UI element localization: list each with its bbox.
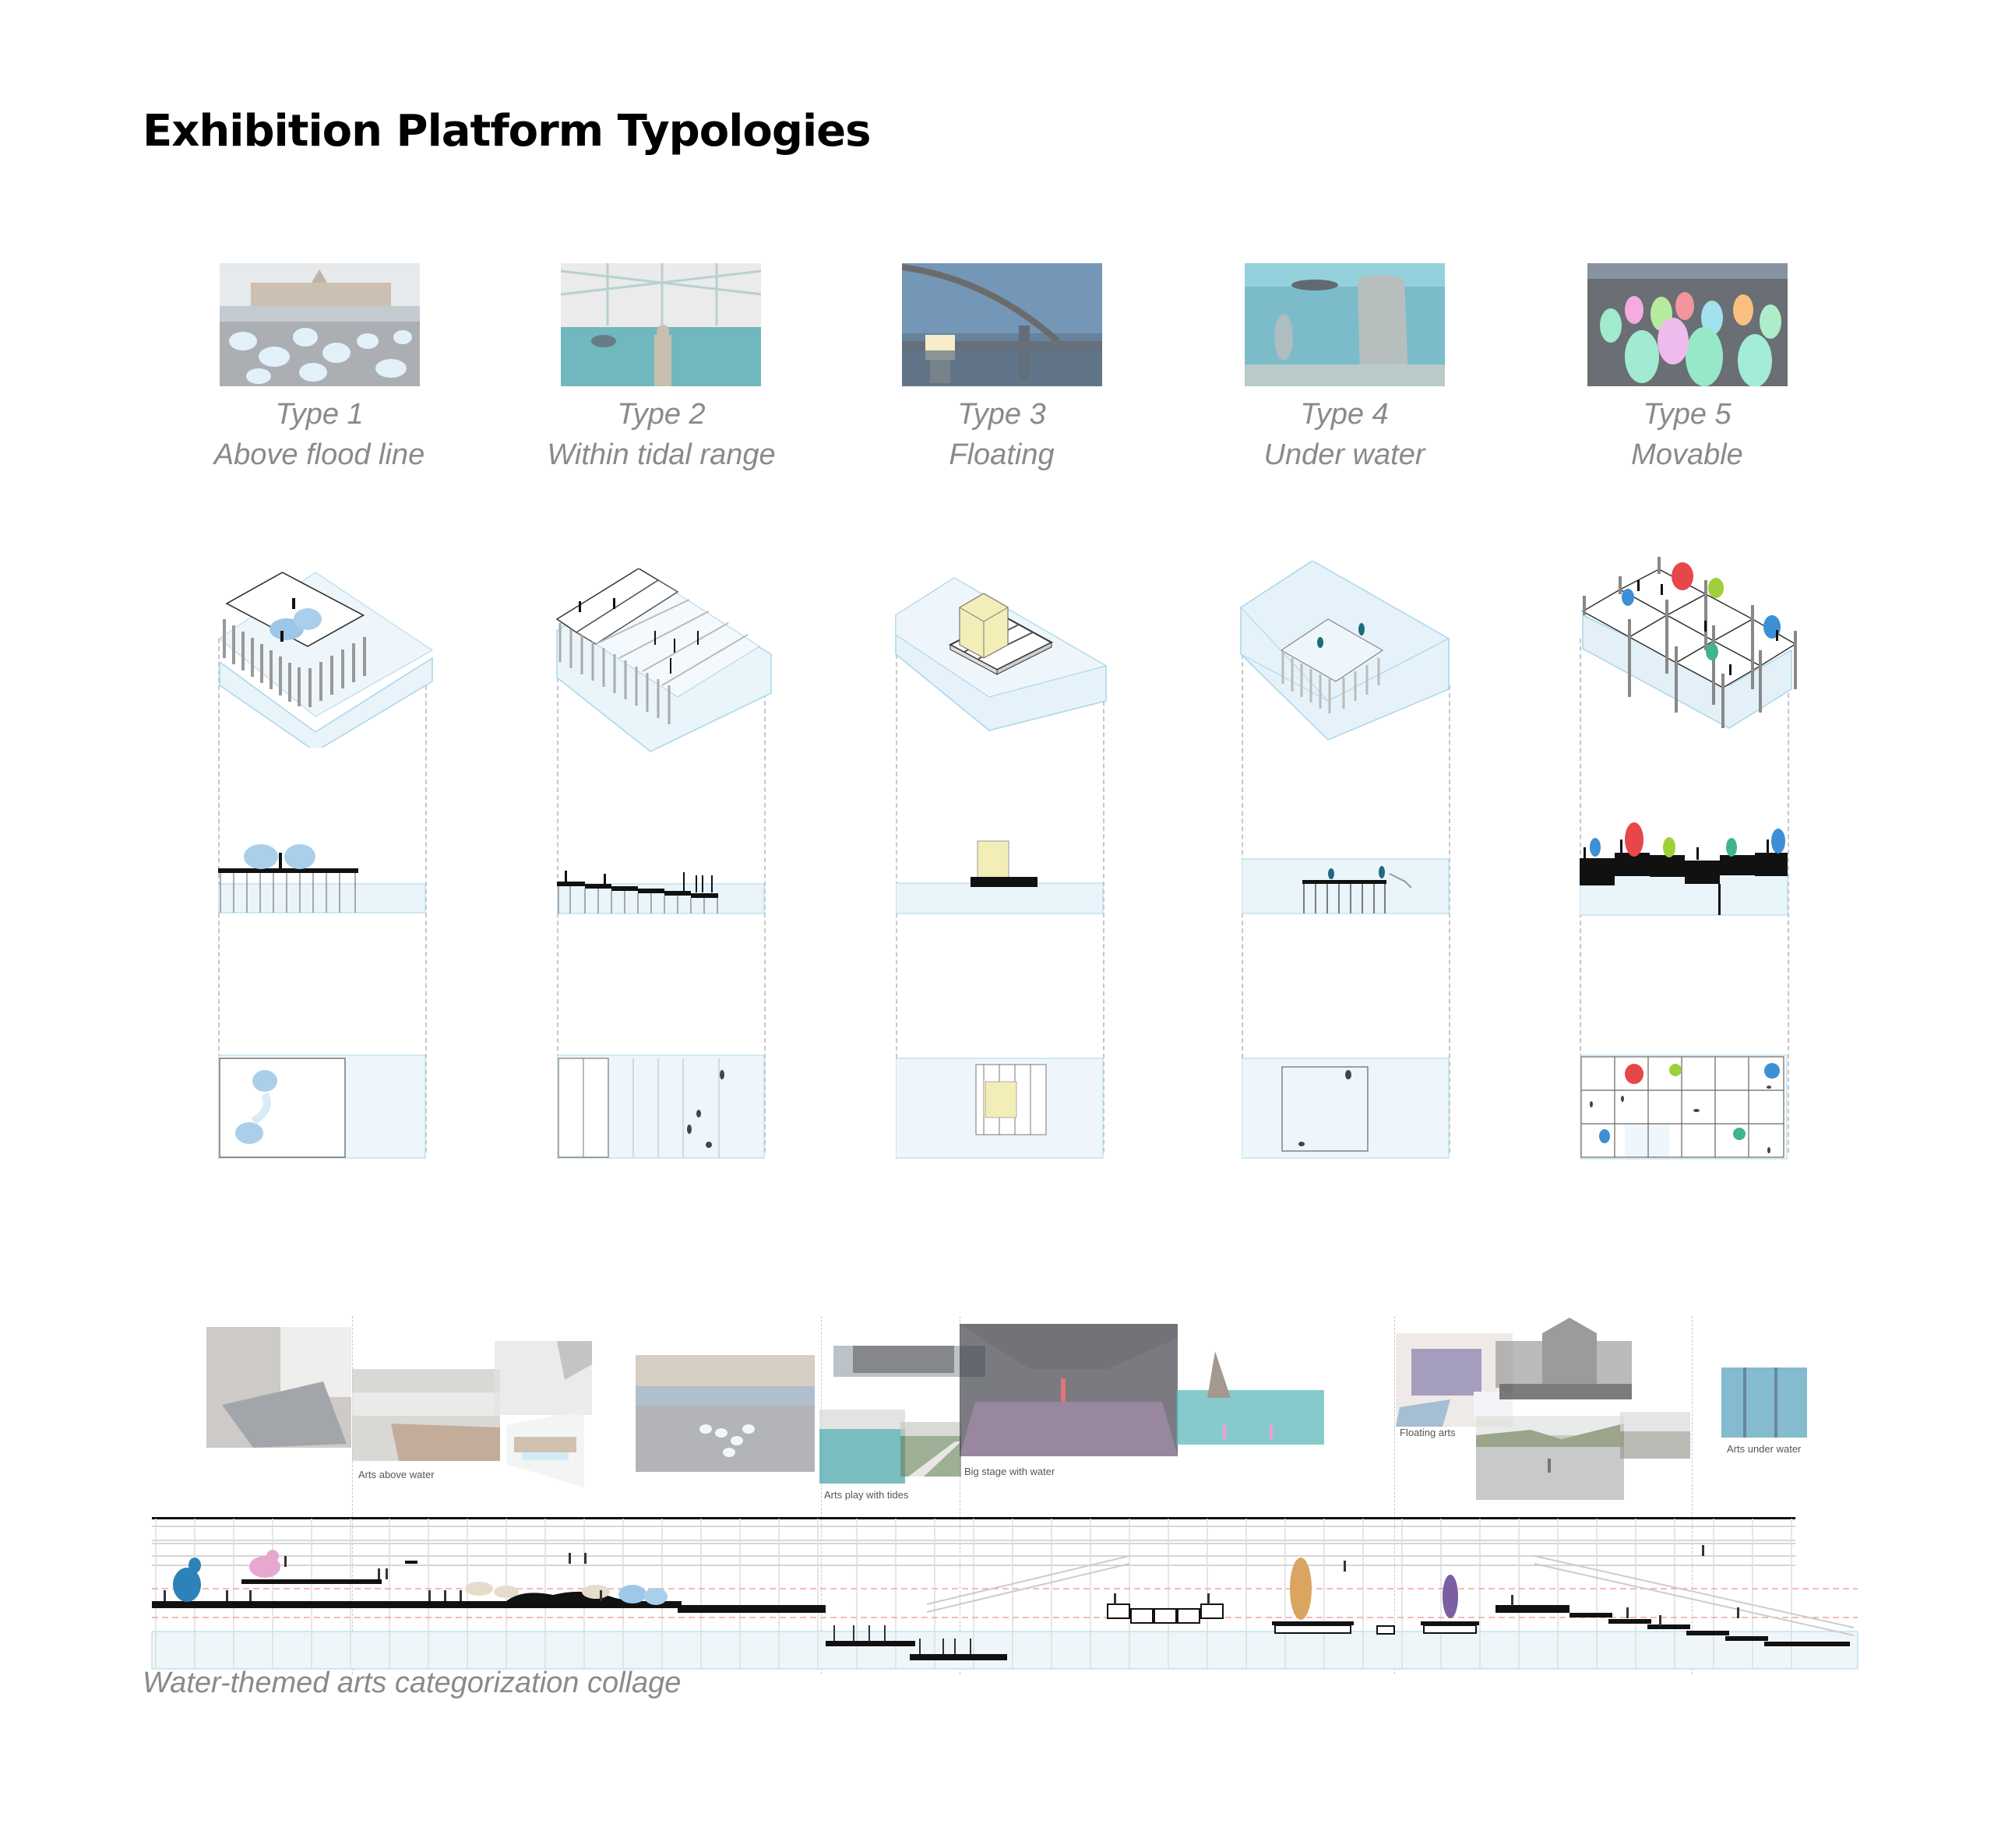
type-4-plan <box>1242 1051 1452 1160</box>
type-3-subtitle: Floating <box>949 438 1055 471</box>
type-5-axonometric <box>1573 549 1799 736</box>
type-3-section <box>896 825 1106 919</box>
collage-ice-blocks-riverside-photo <box>636 1355 815 1472</box>
collage-label-floating: Floating arts <box>1400 1427 1456 1438</box>
type-2-label: Type 2 Within tidal range <box>490 394 833 475</box>
type-4-section <box>1242 825 1452 919</box>
type-3-label: Type 3 Floating <box>830 394 1173 475</box>
type-4-subtitle: Under water <box>1263 438 1425 471</box>
collage-pier-sculptures-photo <box>833 1346 985 1377</box>
type-2-subtitle: Within tidal range <box>547 438 776 471</box>
collage-animals-drinking-photo <box>506 1410 584 1487</box>
collage-walking-on-water-photo <box>1476 1416 1624 1500</box>
collage-wooden-table-photo <box>352 1369 500 1461</box>
type-2-photo <box>561 263 761 386</box>
type-1-plan <box>218 1051 428 1160</box>
collage-divider <box>352 1316 353 1674</box>
collage-submerged-figure-photo <box>819 1410 905 1484</box>
collage-riverbed-photo <box>1620 1412 1690 1459</box>
guide-line <box>764 685 766 1153</box>
type-5-subtitle: Movable <box>1631 438 1743 471</box>
type-3-name: Type 3 <box>957 398 1046 431</box>
collage-fountain-pool-photo <box>206 1327 351 1448</box>
type-4-label: Type 4 Under water <box>1173 394 1516 475</box>
collage-strip: Arts above water Arts play with tides Bi… <box>140 1316 1869 1674</box>
collage-white-room-photo <box>495 1341 592 1415</box>
type-3-plan <box>896 1051 1106 1160</box>
collage-big-stage-water-photo <box>960 1324 1178 1456</box>
type-5-name: Type 5 <box>1643 398 1732 431</box>
type-2-axonometric <box>549 568 775 755</box>
guide-line <box>425 685 427 1153</box>
type-3-axonometric <box>888 576 1114 732</box>
collage-divider <box>821 1316 822 1674</box>
collage-label-under-water: Arts under water <box>1727 1443 1802 1455</box>
collage-divider <box>1692 1316 1693 1674</box>
collage-underwater-trees-photo <box>1721 1368 1807 1438</box>
collage-floating-house-photo <box>1496 1318 1632 1403</box>
type-1-label: Type 1 Above flood line <box>148 394 491 475</box>
type-2-plan <box>557 1051 767 1160</box>
type-1-axonometric <box>210 561 436 748</box>
type-2-section <box>557 825 767 919</box>
type-1-section <box>218 825 428 919</box>
type-5-photo <box>1587 263 1788 386</box>
collage-label-above-water: Arts above water <box>358 1469 435 1480</box>
guide-line <box>1788 685 1789 1153</box>
collage-label-big-stage: Big stage with water <box>964 1466 1055 1477</box>
guide-line <box>1103 685 1104 1153</box>
collage-label-tides: Arts play with tides <box>824 1489 909 1501</box>
guide-line <box>1449 685 1450 1153</box>
type-1-photo <box>220 263 420 386</box>
collage-tidal-walkway-photo <box>900 1422 961 1477</box>
collage-shipwreck-pool-photo <box>1176 1351 1324 1452</box>
long-section-drawing <box>148 1511 1877 1674</box>
type-1-subtitle: Above flood line <box>213 438 425 471</box>
type-2-name: Type 2 <box>617 398 706 431</box>
type-5-section <box>1580 818 1790 919</box>
type-4-name: Type 4 <box>1300 398 1389 431</box>
type-5-label: Type 5 Movable <box>1516 394 1858 475</box>
type-3-photo <box>902 263 1102 386</box>
type-5-plan <box>1580 1051 1790 1160</box>
type-1-name: Type 1 <box>275 398 364 431</box>
collage-floating-stage-photo <box>1396 1333 1513 1427</box>
type-4-photo <box>1245 263 1445 386</box>
page-title: Exhibition Platform Typologies <box>143 106 871 157</box>
collage-divider <box>1394 1316 1395 1674</box>
type-4-axonometric <box>1235 561 1460 748</box>
collage-caption: Water-themed arts categorization collage <box>143 1667 682 1699</box>
